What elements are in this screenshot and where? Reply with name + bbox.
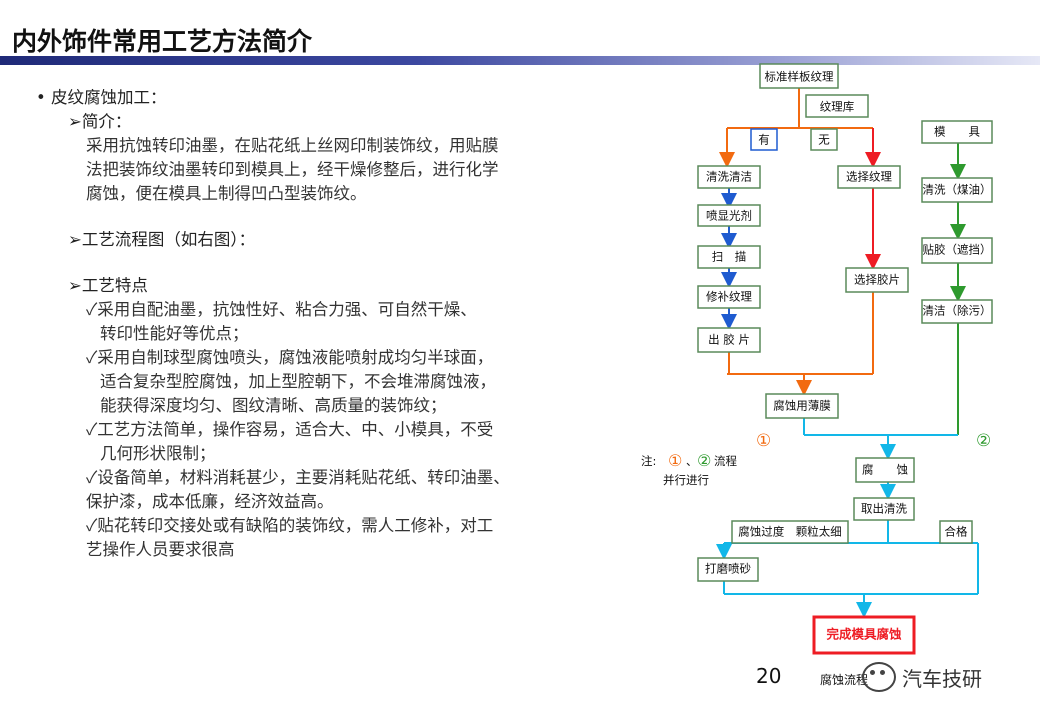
watermark: 汽车技研: [862, 662, 982, 692]
note-prefix: 注:: [641, 454, 656, 468]
node-finish: 完成模具腐蚀: [812, 615, 916, 655]
title-bar: [0, 56, 1040, 65]
node-select-film: 选择胶片: [845, 267, 909, 293]
node-label: 扫 描: [712, 250, 747, 264]
node-sandblast: 打磨喷砂: [697, 557, 759, 582]
node-label: 纹理库: [820, 100, 855, 114]
node-clean1: 清洗清洁: [697, 165, 761, 189]
node-label: 腐蚀过度 颗粒太细: [738, 525, 842, 539]
node-over-etch: 腐蚀过度 颗粒太细: [731, 520, 849, 544]
node-std-sample: 标准样板纹理: [759, 63, 839, 89]
watermark-text: 汽车技研: [902, 666, 982, 691]
note-sep: 、: [686, 454, 698, 468]
node-label: 修补纹理: [706, 290, 752, 304]
intro-line: 采用抗蚀转印油墨，在贴花纸上丝网印制装饰纹，用贴膜: [86, 136, 499, 155]
node-film-out: 出 胶 片: [697, 327, 761, 353]
node-label: 清洗（煤油）: [923, 183, 992, 197]
feature-line: ✓采用自配油墨，抗蚀性好、粘合力强、可自然干燥、: [86, 300, 477, 319]
node-label: 无: [818, 133, 830, 147]
node-remove-clean: 取出清洗: [853, 497, 915, 521]
feature-line: 艺操作人员要求很高: [86, 540, 235, 559]
feature-line: ✓工艺方法简单，操作容易，适合大、中、小模具，不受: [86, 420, 494, 439]
node-repair: 修补纹理: [697, 285, 761, 309]
node-label: 选择胶片: [854, 273, 900, 287]
node-texture-lib: 纹理库: [805, 94, 869, 118]
intro-body: 采用抗蚀转印油墨，在贴花纸上丝网印制装饰纹，用贴膜 法把装饰纹油墨转印到模具上，…: [86, 134, 596, 206]
node-scan: 扫 描: [697, 245, 761, 269]
content-left: • 皮纹腐蚀加工： ➢简介： 采用抗蚀转印油墨，在贴花纸上丝网印制装饰纹，用贴膜…: [36, 86, 596, 562]
node-pass: 合格: [939, 520, 973, 544]
intro-line: 法把装饰纹油墨转印到模具上，经干燥修整后，进行化学: [86, 160, 499, 179]
feature-line: 几何形状限制；: [100, 444, 216, 463]
feature-line: 能获得深度均匀、图纹清晰、高质量的装饰纹；: [100, 396, 447, 415]
feature-line: ✓采用自制球型腐蚀喷头，腐蚀液能喷射成均匀半球面，: [86, 348, 494, 367]
node-label: 合格: [945, 525, 968, 539]
node-label: 贴胶（遮挡）: [923, 243, 992, 257]
node-etch-film: 腐蚀用薄膜: [765, 393, 839, 419]
features-list: ✓采用自配油墨，抗蚀性好、粘合力强、可自然干燥、 转印性能好等优点； ✓采用自制…: [86, 298, 596, 562]
page-number: 20: [756, 664, 782, 688]
node-label: 标准样板纹理: [765, 70, 834, 84]
flow-marker-1: ①: [756, 431, 771, 451]
page-title: 内外饰件常用工艺方法简介: [12, 27, 313, 56]
node-label: 打磨喷砂: [705, 562, 751, 576]
flow-marker-2: ②: [976, 431, 991, 451]
feature-line: 转印性能好等优点；: [100, 324, 249, 343]
node-has: 有: [750, 128, 778, 151]
node-clean-dirt: 清洁（除污）: [921, 299, 993, 324]
node-mold: 模 具: [921, 120, 993, 144]
feature-line: 适合复杂型腔腐蚀，加上型腔朝下，不会堆滞腐蚀液，: [100, 372, 496, 391]
node-tape: 贴胶（遮挡）: [921, 237, 993, 264]
feature-line: ✓贴花转印交接处或有缺陷的装饰纹，需人工修补，对工: [86, 516, 494, 535]
flow-caption: 腐蚀流程: [820, 672, 868, 687]
node-none: 无: [810, 128, 838, 151]
node-clean-coal: 清洗（煤油）: [921, 177, 993, 203]
node-label: 清洁（除污）: [923, 304, 992, 318]
flow-note: 注: ① 、 ② 流程 并行进行: [641, 451, 737, 487]
node-label: 腐 蚀: [862, 463, 908, 477]
node-select-texture: 选择纹理: [837, 165, 901, 189]
section-heading: • 皮纹腐蚀加工：: [36, 88, 167, 107]
note-marker-1: ①: [668, 451, 682, 470]
flow-title: ➢工艺流程图（如右图）：: [68, 230, 256, 249]
node-label: 选择纹理: [846, 170, 892, 184]
node-label: 出 胶 片: [708, 333, 750, 347]
node-label: 清洗清洁: [706, 170, 752, 184]
note-line2: 并行进行: [663, 473, 709, 487]
node-label: 喷显光剂: [706, 209, 752, 223]
intro-line: 腐蚀，便在模具上制得凹凸型装饰纹。: [86, 184, 367, 203]
node-label: 模 具: [934, 125, 980, 139]
note-marker-2: ②: [697, 451, 711, 470]
feature-line: 保护漆，成本低廉，经济效益高。: [86, 492, 334, 511]
feature-line: ✓设备简单，材料消耗甚少，主要消耗贴花纸、转印油墨、: [86, 468, 510, 487]
features-title: ➢工艺特点: [68, 276, 148, 295]
wechat-icon: [862, 662, 896, 692]
node-label: 腐蚀用薄膜: [773, 399, 831, 413]
node-label: 完成模具腐蚀: [826, 627, 902, 642]
note-suffix: 流程: [714, 454, 737, 468]
node-spray: 喷显光剂: [697, 204, 761, 227]
node-label: 有: [758, 133, 770, 147]
node-etch: 腐 蚀: [855, 457, 915, 483]
node-label: 取出清洗: [861, 502, 907, 516]
intro-title: ➢简介：: [68, 112, 132, 131]
